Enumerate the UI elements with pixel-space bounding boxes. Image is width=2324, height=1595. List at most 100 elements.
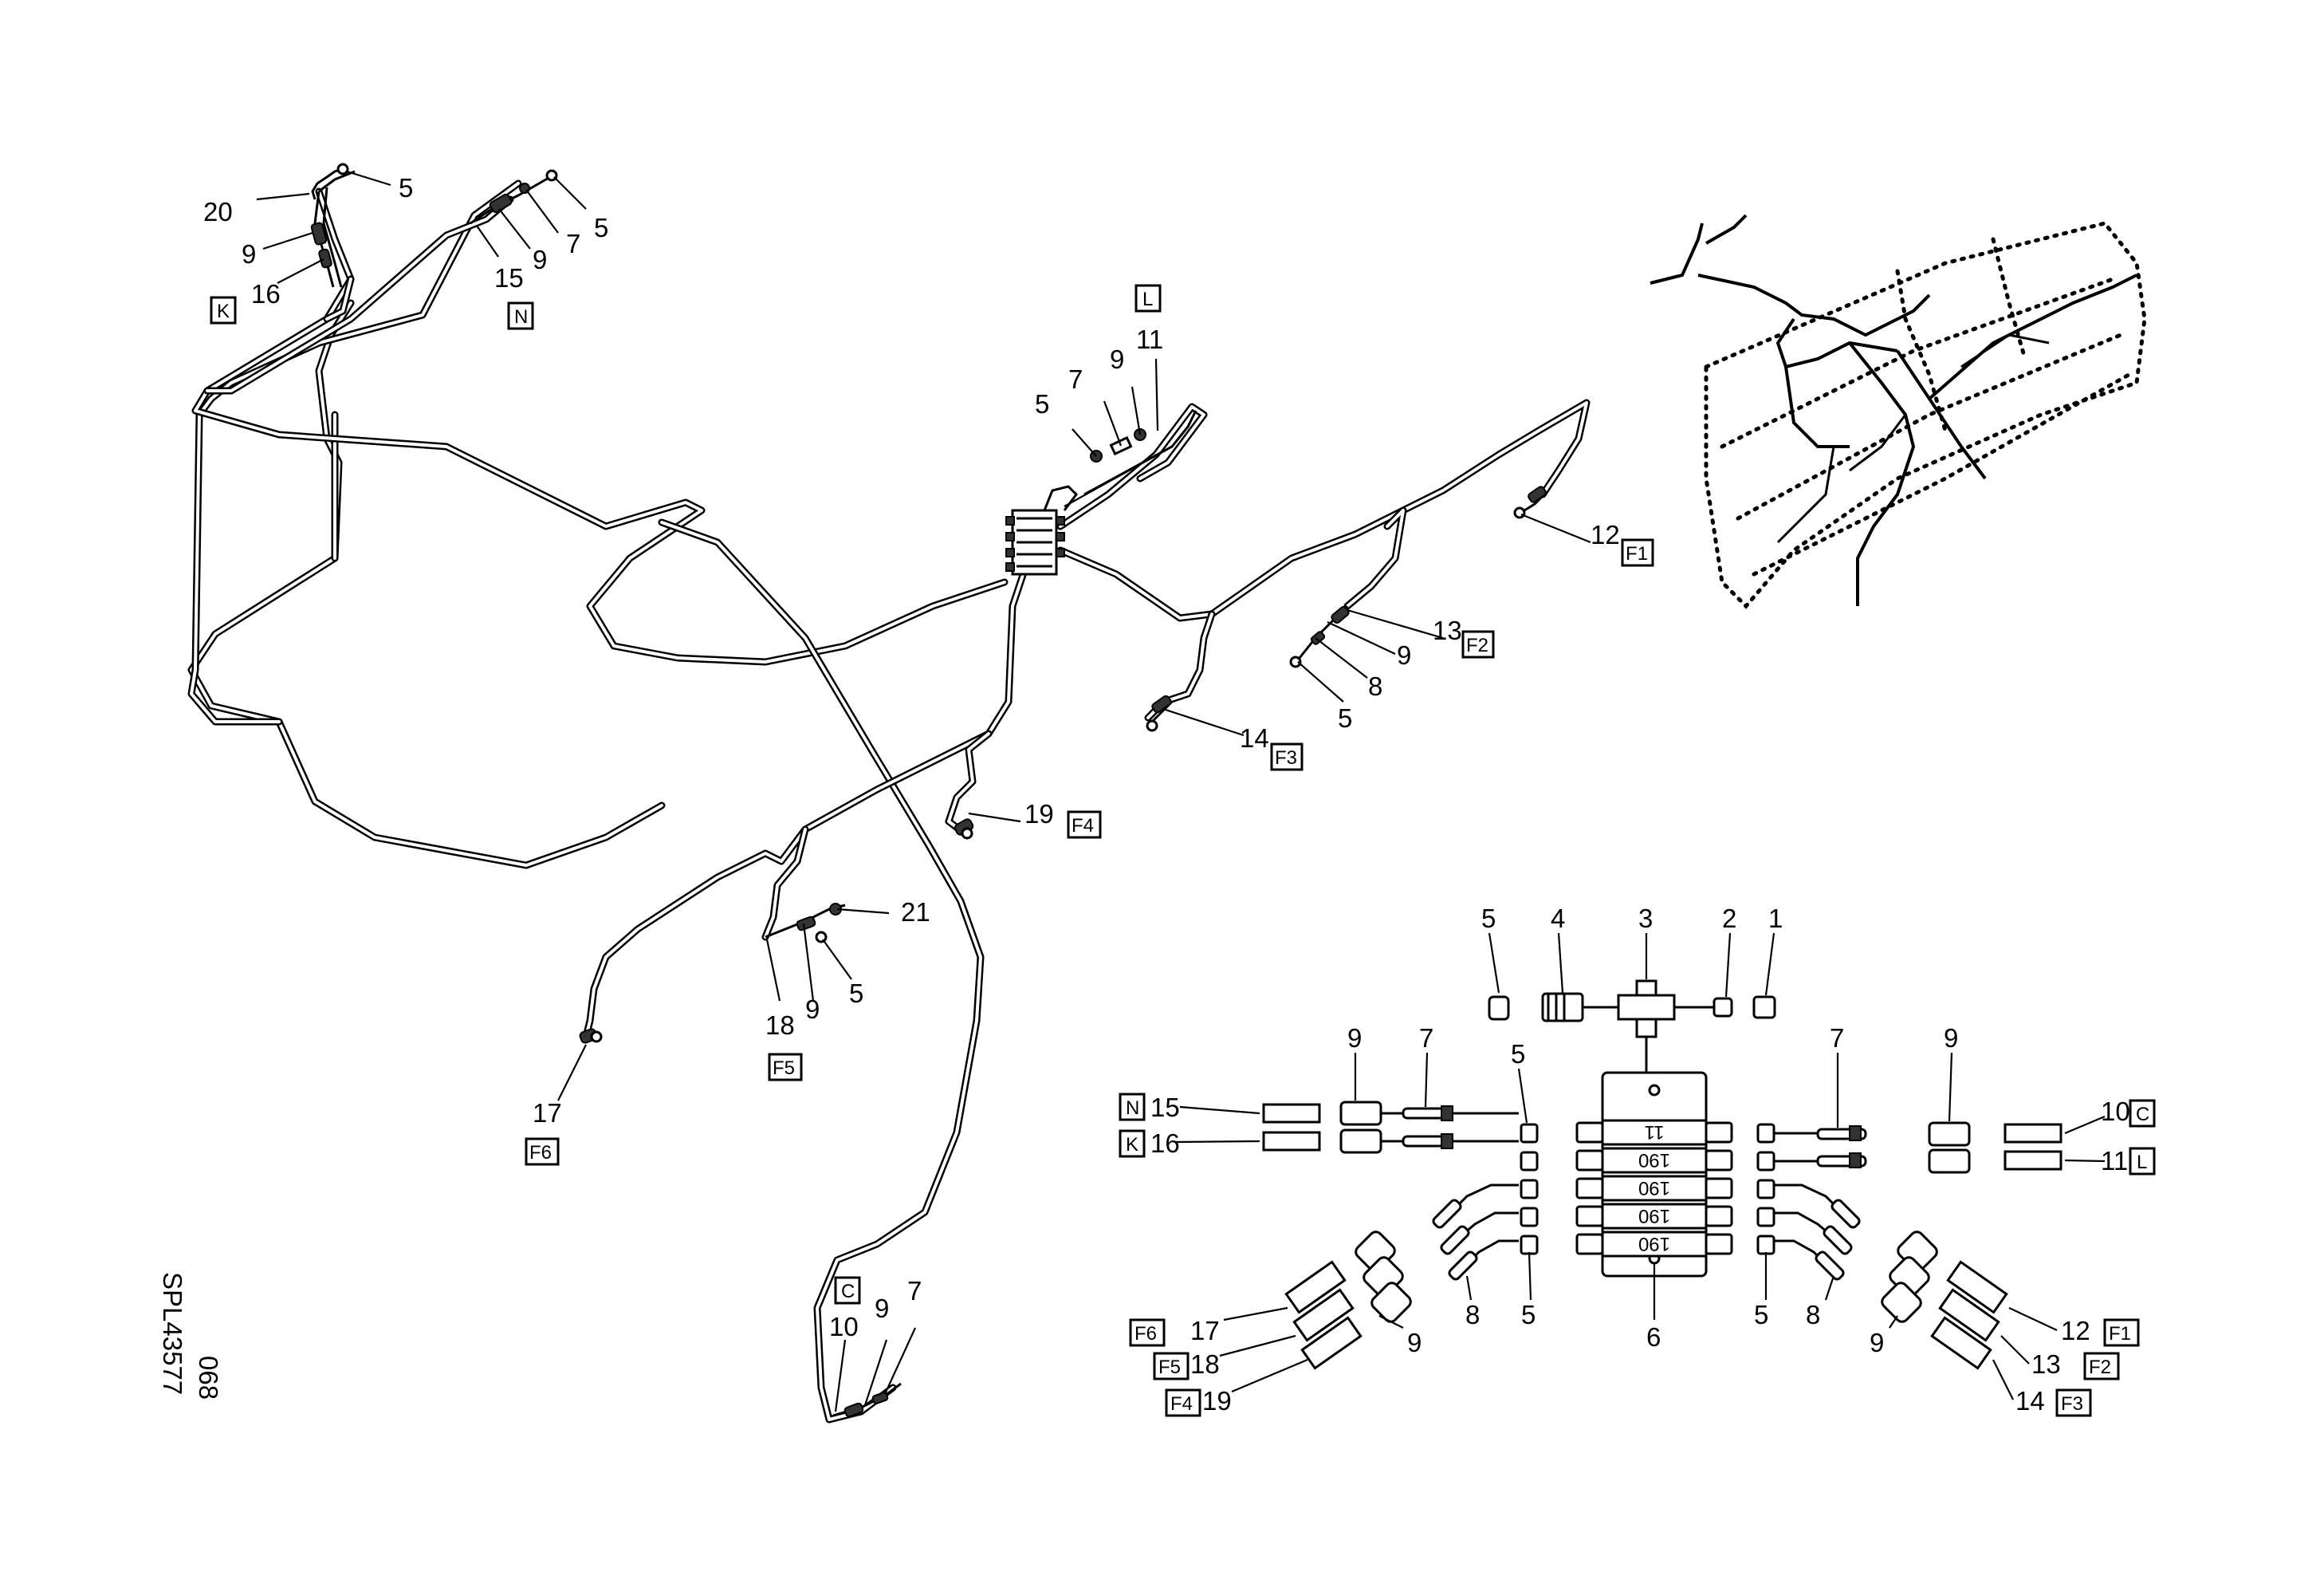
detail-angled-left bbox=[1284, 1183, 1519, 1370]
callout-20: 20 bbox=[203, 197, 233, 226]
zone-n: N bbox=[507, 301, 534, 330]
zone-f4: F4 bbox=[1067, 810, 1102, 839]
callout-9-f2: 9 bbox=[1397, 640, 1411, 670]
detail-code-f1: F1 bbox=[2103, 1318, 2140, 1347]
detail-distributor-block: 11 190 190 190 190 bbox=[1520, 1071, 1775, 1278]
svg-text:F1: F1 bbox=[1626, 543, 1648, 565]
detail-callout-3: 3 bbox=[1638, 904, 1653, 933]
detail-callout-4: 4 bbox=[1551, 904, 1565, 933]
svg-text:C: C bbox=[2136, 1104, 2149, 1125]
detail-callout-16: 16 bbox=[1150, 1128, 1180, 1158]
callout-5-f2: 5 bbox=[1338, 703, 1352, 733]
detail-callout-12: 12 bbox=[2061, 1316, 2090, 1345]
distributor-block bbox=[1005, 485, 1078, 576]
svg-text:F4: F4 bbox=[1072, 815, 1094, 837]
block-mark-1: 11 bbox=[1645, 1121, 1665, 1143]
callout-11-l: 11 bbox=[1136, 325, 1163, 354]
svg-text:N: N bbox=[514, 306, 528, 328]
detail-callout-9-left: 9 bbox=[1347, 1023, 1362, 1053]
callout-18-f5: 18 bbox=[765, 1010, 795, 1040]
detail-callout-5-top: 5 bbox=[1481, 904, 1496, 933]
callout-5-l: 5 bbox=[1035, 389, 1049, 419]
callout-9-c: 9 bbox=[875, 1294, 889, 1323]
tube-to-f1-f2-f3 bbox=[1056, 399, 1591, 722]
detail-callout-8-right: 8 bbox=[1806, 1300, 1820, 1329]
detail-callout-7-right: 7 bbox=[1830, 1023, 1844, 1053]
detail-callout-13: 13 bbox=[2031, 1349, 2061, 1379]
detail-code-f3: F3 bbox=[2055, 1388, 2092, 1417]
fittings-f5 bbox=[765, 903, 846, 943]
zone-f6: F6 bbox=[525, 1137, 560, 1166]
svg-text:K: K bbox=[217, 301, 230, 322]
detail-callout-text: 1 2 3 4 5 9 7 5 7 9 15 16 10 11 17 18 19… bbox=[1150, 904, 2130, 1416]
detail-code-l: L bbox=[2129, 1147, 2156, 1176]
block-mark-2: 190 bbox=[1638, 1149, 1670, 1171]
drawing-id: SPL43577 bbox=[158, 1272, 187, 1395]
zone-f5: F5 bbox=[768, 1053, 803, 1081]
detail-callout-5-left: 5 bbox=[1511, 1039, 1525, 1069]
zone-l: L bbox=[1134, 284, 1162, 313]
svg-text:F5: F5 bbox=[773, 1057, 795, 1079]
detail-top-row bbox=[1488, 979, 1776, 1073]
svg-text:F3: F3 bbox=[2061, 1393, 2083, 1415]
fittings-k bbox=[310, 163, 349, 269]
callout-7-l: 7 bbox=[1068, 364, 1083, 394]
tube-to-k-n bbox=[187, 179, 666, 869]
detail-callout-17: 17 bbox=[1190, 1316, 1220, 1345]
fittings-f4 bbox=[954, 818, 974, 840]
detail-callout-15: 15 bbox=[1150, 1093, 1180, 1122]
callout-15-n: 15 bbox=[494, 263, 524, 293]
detail-callout-9-lower-left: 9 bbox=[1407, 1328, 1422, 1357]
svg-text:F5: F5 bbox=[1158, 1357, 1181, 1378]
detail-callout-11: 11 bbox=[2101, 1146, 2128, 1176]
tube-to-l bbox=[1056, 403, 1208, 530]
svg-text:F3: F3 bbox=[1275, 747, 1297, 769]
zone-code-boxes: K N L F1 F2 F3 F4 F5 F6 C bbox=[210, 284, 1654, 1305]
block-mark-4: 190 bbox=[1638, 1205, 1670, 1227]
detail-code-f2: F2 bbox=[2083, 1352, 2120, 1380]
svg-text:F6: F6 bbox=[1134, 1323, 1157, 1345]
callout-9-k: 9 bbox=[242, 239, 256, 269]
callout-19-f4: 19 bbox=[1024, 799, 1054, 829]
svg-text:L: L bbox=[1142, 289, 1153, 310]
fittings-f3 bbox=[1146, 695, 1174, 732]
exploded-detail: 11 190 190 190 190 bbox=[1119, 904, 2156, 1417]
detail-callout-9-lower-right: 9 bbox=[1870, 1328, 1884, 1357]
fittings-f2 bbox=[1289, 605, 1350, 668]
svg-text:C: C bbox=[841, 1281, 855, 1302]
callout-7-n: 7 bbox=[566, 229, 580, 258]
callout-5-n: 5 bbox=[594, 213, 608, 242]
svg-text:F4: F4 bbox=[1170, 1393, 1193, 1415]
callout-7-c: 7 bbox=[907, 1276, 922, 1306]
detail-code-n: N bbox=[1119, 1093, 1146, 1121]
callout-9-n: 9 bbox=[533, 245, 547, 274]
detail-callout-1: 1 bbox=[1768, 904, 1783, 933]
tube-network bbox=[191, 187, 1009, 666]
detail-callout-6: 6 bbox=[1646, 1322, 1661, 1352]
fittings-c bbox=[832, 1382, 902, 1418]
drawing-reference: SPL43577 068 bbox=[158, 1272, 223, 1400]
tube-to-f4-f5-f6 bbox=[582, 554, 1032, 1041]
detail-callout-14: 14 bbox=[2015, 1386, 2045, 1416]
callout-17-f6: 17 bbox=[533, 1098, 562, 1128]
zone-k: K bbox=[210, 296, 237, 325]
detail-leaders bbox=[1175, 932, 2106, 1400]
callout-9-f5: 9 bbox=[805, 994, 820, 1024]
detail-horizontal-lines bbox=[1262, 1101, 2063, 1174]
detail-callout-18: 18 bbox=[1190, 1349, 1220, 1379]
detail-callout-7-left: 7 bbox=[1419, 1023, 1433, 1053]
callout-12-f1: 12 bbox=[1591, 520, 1620, 549]
svg-text:F2: F2 bbox=[2089, 1357, 2111, 1378]
zone-f3: F3 bbox=[1270, 742, 1304, 771]
callout-8-f2: 8 bbox=[1368, 671, 1382, 701]
detail-code-c: C bbox=[2129, 1099, 2156, 1128]
block-mark-3: 190 bbox=[1638, 1177, 1670, 1199]
callout-21: 21 bbox=[901, 897, 930, 927]
perspective-inset bbox=[1650, 214, 2147, 609]
tube-to-c bbox=[658, 518, 985, 1424]
detail-code-f4: F4 bbox=[1165, 1388, 1201, 1417]
zone-f2: F2 bbox=[1461, 630, 1495, 659]
detail-code-f5: F5 bbox=[1153, 1352, 1190, 1380]
fittings-n bbox=[470, 169, 558, 225]
callout-5-k: 5 bbox=[399, 173, 413, 203]
